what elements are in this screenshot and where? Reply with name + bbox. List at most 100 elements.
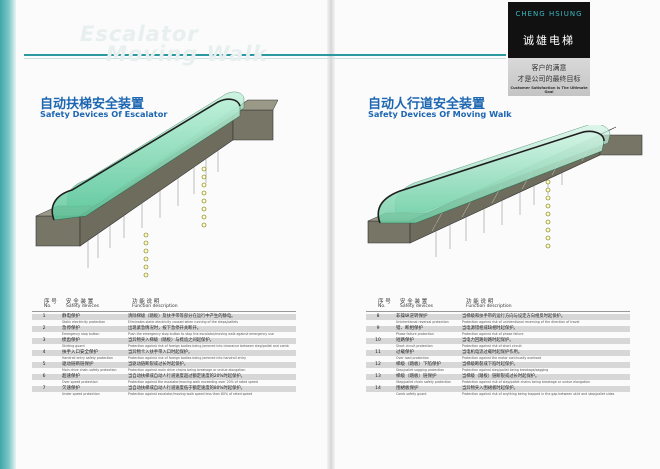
function-en: Protection against risk of unintentional…	[462, 320, 580, 324]
device-name-en: Static electricity protection	[62, 320, 106, 324]
device-name-en: Over speed protection	[62, 380, 98, 384]
moving-walk-title-en: Safety Devices Of Moving Walk	[368, 109, 512, 119]
device-name-zh: 梯级（踏板）链保护	[396, 374, 437, 379]
row-number: 4	[42, 350, 46, 355]
header-no-en: No.	[44, 304, 52, 309]
device-name-en: Main drive chain safety protection	[62, 368, 117, 372]
device-name-zh: 梳齿保护	[62, 338, 80, 343]
row-number: 14	[375, 386, 381, 391]
function-zh: 当电源错相或缺相时起保护。	[462, 326, 518, 331]
function-en: Protection against escalator/moving walk…	[128, 392, 253, 396]
header-device-en: Safety devices	[66, 304, 99, 309]
slogan-box: 客户的满意 才是公司的最终目标 Customer Satisfaction Is…	[508, 58, 590, 96]
row-background	[32, 386, 296, 392]
row-background	[32, 374, 296, 380]
brand-name-zh: 诚雄电梯	[523, 34, 575, 47]
escalator-markers-lower	[143, 232, 149, 278]
row-number: 1	[42, 314, 46, 319]
function-en: Protection against the motor continually…	[462, 356, 542, 360]
row-number: 8	[376, 314, 380, 319]
function-zh: 清除梯级（踏板）及扶手带等部分在运行中产生的静电。	[128, 314, 236, 319]
row-background	[366, 374, 630, 380]
device-name-en: Under speed protection	[62, 392, 100, 396]
row-number: 9	[376, 326, 380, 331]
row-background	[32, 350, 296, 356]
function-zh: 当自动扶梯或自动人行道速度超过额定速度的20%时起保护。	[128, 374, 245, 379]
row-number: 7	[42, 386, 46, 391]
function-zh: 当电机电流过载时起保护作用。	[462, 350, 523, 355]
row-number: 13	[375, 374, 381, 379]
teal-edge-band	[0, 0, 16, 469]
header-no-zh: 序 号	[378, 299, 391, 305]
device-name-en: Skirting guard	[62, 344, 85, 348]
watermark-title: Escalator Moving Walk	[80, 24, 268, 66]
row-background	[366, 314, 630, 320]
row-number: 10	[375, 338, 381, 343]
device-name-en: Step/pallet sagging protection	[396, 368, 445, 372]
row-number: 3	[42, 338, 46, 343]
header-rule	[24, 54, 506, 56]
row-background	[366, 326, 630, 332]
function-zh: 当梯级和扶手带的运行方向与设定方向相反时起保护。	[462, 314, 566, 319]
function-zh: 当异物夹入梯级（踏板）与梳齿之间起保护。	[128, 338, 214, 343]
row-background	[366, 338, 630, 344]
header-no-zh: 序 号	[44, 299, 57, 305]
header-device-zh: 安 全 装 置	[66, 299, 94, 305]
device-name-zh: 非操纵逆转保护	[396, 314, 428, 319]
header-function-en: Function description	[132, 304, 178, 309]
function-zh: 当电力回路短路时起保护。	[462, 338, 514, 343]
function-zh: 当自动扶梯或自动人行道速度低于额定速度的80%时起保护。	[128, 386, 245, 391]
row-number: 2	[42, 326, 46, 331]
device-name-en: Comb safety guard	[396, 392, 427, 396]
escalator-markers	[201, 166, 207, 228]
moving-walk-illustration	[367, 125, 643, 257]
row-background	[366, 350, 630, 356]
function-zh: 当驱动链断裂或过长时起保护。	[128, 362, 189, 367]
device-name-zh: 梯级（踏板）下陷保护	[396, 362, 441, 367]
row-number: 6	[42, 374, 46, 379]
header-no-en: No.	[378, 304, 386, 309]
row-background	[32, 338, 296, 344]
page-fold	[327, 0, 335, 469]
slogan-zh-line2: 才是公司的最终目标	[517, 75, 581, 83]
function-zh: 当异物卡入扶手带入口时起保护。	[128, 350, 193, 355]
function-en: Protection against risk of anything bein…	[462, 392, 615, 396]
escalator-title-zh: 自动扶梯安全装置	[40, 97, 145, 112]
moving-walk-title-zh: 自动人行道安全装置	[368, 97, 486, 112]
row-number: 5	[42, 362, 46, 367]
row-background	[32, 326, 296, 332]
device-name-en: Short circuit protection	[396, 344, 433, 348]
function-en: Protection against risk of foreign bodie…	[128, 344, 289, 348]
device-name-zh: 超速保护	[62, 374, 80, 379]
function-en: Protection against risk of step/pallet c…	[462, 380, 591, 384]
device-name-zh: 过载保护	[396, 350, 414, 355]
device-name-en: Phase failure protection	[396, 332, 434, 336]
function-zh: 当梯级断裂或下陷时起保护。	[462, 362, 518, 367]
function-en: Protection against step/pallet being bre…	[462, 368, 549, 372]
device-name-en: Handrail entry safety protection	[62, 356, 114, 360]
moving-walk-lower-landing	[367, 220, 411, 244]
function-en: Protection against the escalator/moving …	[128, 380, 258, 384]
device-name-en: Step/pallet chain safety protection	[396, 380, 452, 384]
function-en: Protection against risk of short circuit	[462, 344, 522, 348]
device-name-en: Emergency stop button	[62, 332, 100, 336]
slogan-en: Customer Satisfaction Is The Ultimate Go…	[510, 86, 588, 94]
moving-walk-markers	[545, 179, 551, 249]
escalator-illustration	[35, 91, 278, 268]
slogan-zh-line1: 客户的满意	[531, 64, 567, 72]
escalator-lower-landing	[35, 215, 81, 247]
watermark-line2: Moving Walk	[106, 42, 268, 66]
device-name-zh: 围裙板保护	[396, 386, 419, 391]
